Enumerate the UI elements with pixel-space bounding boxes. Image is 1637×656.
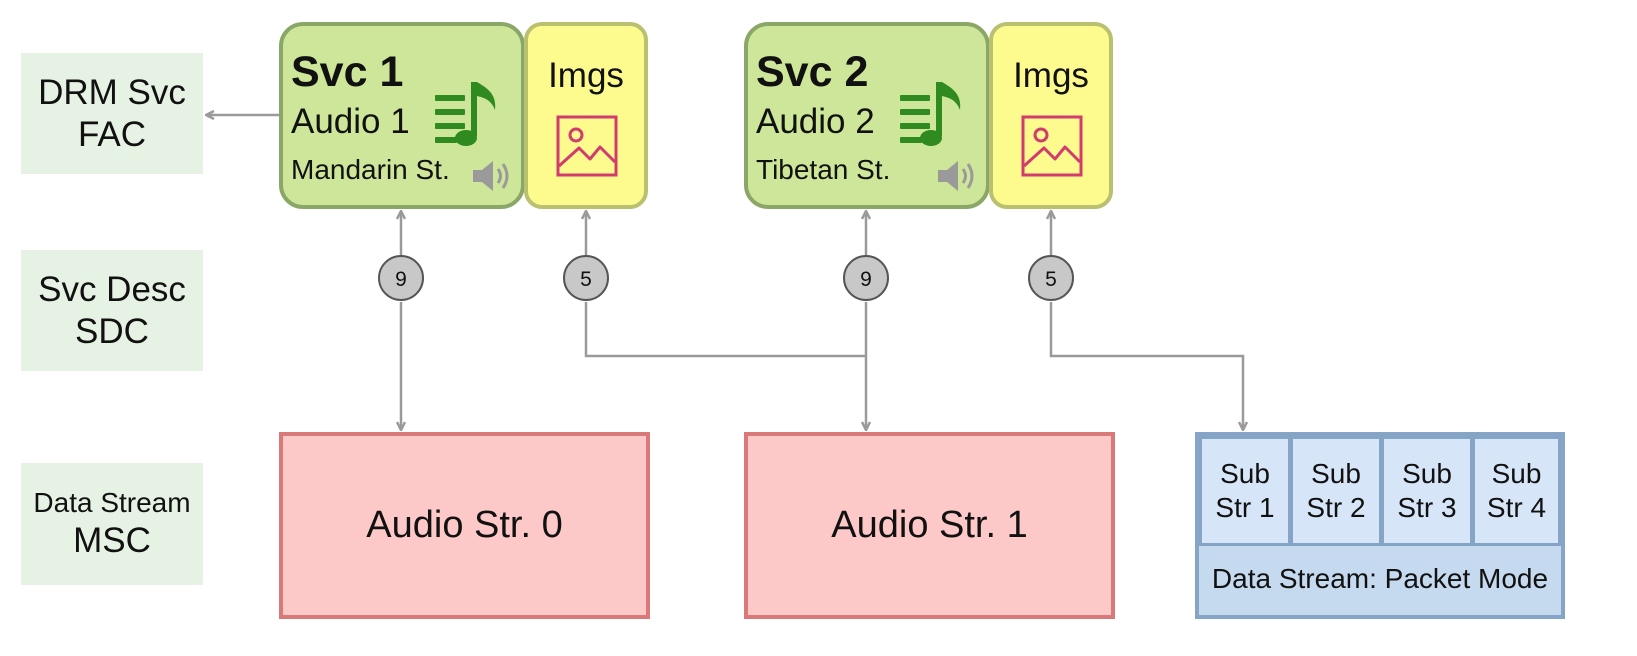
service-2-audio: Audio 2 <box>756 102 875 141</box>
count-badge-svc1-imgs: 5 <box>563 255 609 301</box>
music-note-icon <box>435 82 496 146</box>
service-1-audio: Audio 1 <box>291 102 410 141</box>
substream-3-line1: Sub <box>1402 458 1452 490</box>
substream-3-line2: Str 3 <box>1397 492 1457 523</box>
substream-4-line2: Str 4 <box>1486 492 1547 523</box>
count-badge-svc2-imgs: 5 <box>1028 255 1074 301</box>
audio-stream-0: Audio Str. 0 <box>279 432 650 619</box>
audio-stream-1-label: Audio Str. 1 <box>831 504 1028 546</box>
audio-stream-0-label: Audio Str. 0 <box>366 504 563 546</box>
substream-1-line2: Str 1 <box>1215 492 1275 523</box>
substream-3: Sub Str 3 <box>1381 436 1473 546</box>
substream-2-line1: Sub <box>1311 458 1361 490</box>
layer-label-fac-line2: FAC <box>77 114 147 154</box>
packet-mode-data-stream: Sub Str 1 Sub Str 2 Sub Str 3 Sub Str 4 … <box>1195 432 1565 619</box>
layer-label-sdc: Svc Desc SDC <box>21 250 203 371</box>
layer-label-sdc-line2: SDC <box>75 311 149 351</box>
service-2-box: Svc 2 Audio 2 Tibetan St. <box>744 22 990 209</box>
substream-4-line1: Sub <box>1491 458 1542 490</box>
substream-2: Sub Str 2 <box>1290 436 1382 546</box>
svc2-imgs-link-route <box>1049 302 1243 430</box>
layer-label-msc-line1: Data Stream <box>33 487 191 519</box>
substream-4: Sub Str 4 <box>1472 436 1561 546</box>
image-icon <box>556 115 618 177</box>
layer-label-msc-line2: MSC <box>73 520 151 560</box>
audio-stream-1: Audio Str. 1 <box>744 432 1115 619</box>
count-badge-svc1-audio: 9 <box>378 255 424 301</box>
service-1-imgs-box: Imgs <box>524 22 648 209</box>
music-note-icon <box>900 82 961 146</box>
substream-1: Sub Str 1 <box>1199 436 1291 546</box>
layer-label-msc: Data Stream MSC <box>21 463 203 585</box>
speaker-icon <box>938 161 974 191</box>
layer-label-fac-line1: DRM Svc <box>38 72 186 112</box>
layer-label-sdc-line1: Svc Desc <box>38 269 186 309</box>
svc1-imgs-link-route <box>584 302 866 358</box>
service-1-title: Svc 1 <box>291 48 404 96</box>
service-1-box: Svc 1 Audio 1 Mandarin St. <box>279 22 525 209</box>
count-badge-svc1-audio-text: 9 <box>395 268 407 291</box>
service-1-language: Mandarin St. <box>291 154 450 185</box>
count-badge-svc1-imgs-text: 5 <box>580 268 592 291</box>
substream-1-line1: Sub <box>1220 458 1270 490</box>
service-2-imgs-label: Imgs <box>1013 56 1089 95</box>
packet-mode-label: Data Stream: Packet Mode <box>1211 563 1549 594</box>
layer-label-fac: DRM Svc FAC <box>21 53 203 174</box>
service-2-title: Svc 2 <box>756 48 869 96</box>
substream-2-line2: Str 2 <box>1306 492 1366 523</box>
service-1-imgs-label: Imgs <box>548 56 624 95</box>
count-badge-svc2-audio: 9 <box>843 255 889 301</box>
count-badge-svc2-audio-text: 9 <box>860 268 872 291</box>
service-2-language: Tibetan St. <box>756 154 891 185</box>
image-icon <box>1021 115 1083 177</box>
speaker-icon <box>473 161 509 191</box>
count-badge-svc2-imgs-text: 5 <box>1045 268 1057 291</box>
service-2-imgs-box: Imgs <box>989 22 1113 209</box>
